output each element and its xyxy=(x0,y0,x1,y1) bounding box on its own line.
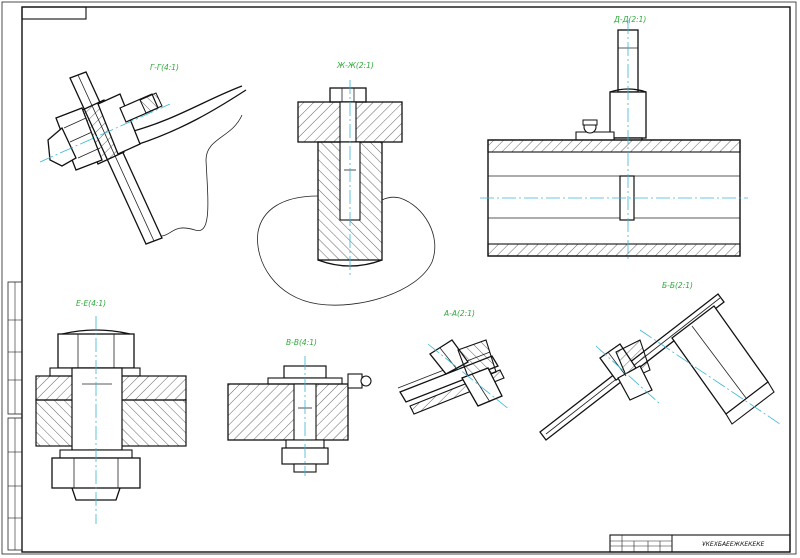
view-zh-zh: Ж-Ж(2:1) xyxy=(257,61,436,306)
view-label-e-e: Е-Е(4:1) xyxy=(76,299,106,308)
view-label-a-a: А-А(2:1) xyxy=(443,309,475,318)
view-label-g-g: Г-Г(4:1) xyxy=(150,63,179,72)
view-b-b: Б-Б(2:1) xyxy=(539,281,781,441)
view-label-d-d: Д-Д(2:1) xyxy=(613,15,646,24)
view-label-b-b: Б-Б(2:1) xyxy=(662,281,693,290)
title-block-text: ҰКЕХБАЕЕЖКЕКЕКЕ xyxy=(702,541,764,548)
title-block: ҰКЕХБАЕЕЖКЕКЕКЕ xyxy=(609,534,791,553)
view-v-v: В-В(4:1) xyxy=(227,338,372,476)
view-g-g: Г-Г(4:1) xyxy=(39,63,247,245)
view-label-zh-zh: Ж-Ж(2:1) xyxy=(336,61,374,70)
view-a-a: А-А(2:1) xyxy=(397,309,511,415)
view-e-e: Е-Е(4:1) xyxy=(35,299,187,524)
view-d-d: Д-Д(2:1) xyxy=(480,15,748,262)
view-label-v-v: В-В(4:1) xyxy=(286,338,317,347)
